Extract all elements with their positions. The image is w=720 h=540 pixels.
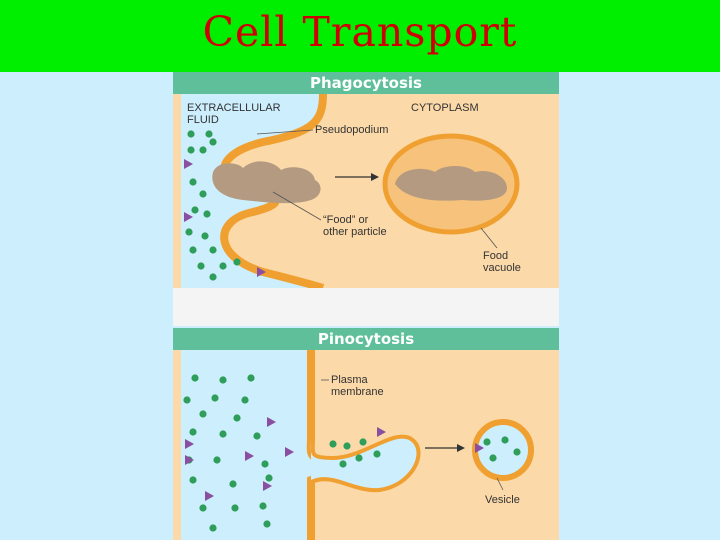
molecule — [199, 504, 207, 512]
molecule — [213, 456, 221, 464]
food-label: “Food” or other particle — [323, 214, 387, 238]
molecule — [265, 474, 273, 482]
phagocytosis-panel: Phagocytosis EXTRACELLULAR FLUID CYTOPLA… — [173, 72, 559, 326]
molecule — [189, 476, 197, 484]
pinocytosis-panel: Pinocytosis Plasma membrane Vesicle — [173, 328, 559, 540]
pseudopodium-label: Pseudopodium — [315, 124, 389, 136]
molecule — [373, 450, 381, 458]
vacuole-food — [395, 166, 507, 201]
title-bar — [0, 0, 720, 72]
particle — [184, 159, 193, 169]
vacuole-label: Food vacuole — [483, 250, 521, 274]
arrow-head-icon — [457, 444, 465, 452]
molecule — [189, 428, 197, 436]
molecule — [203, 210, 211, 218]
particle — [185, 439, 194, 449]
particle — [205, 491, 214, 501]
molecule — [513, 448, 521, 456]
molecule — [185, 228, 193, 236]
molecule — [219, 262, 227, 270]
molecule — [263, 520, 271, 528]
pinocytosis-diagram — [181, 350, 534, 540]
molecule — [489, 454, 497, 462]
molecule — [205, 130, 213, 138]
vesicle-label: Vesicle — [485, 494, 520, 506]
molecule — [261, 460, 269, 468]
particle — [267, 417, 276, 427]
molecule — [187, 146, 195, 154]
particle — [285, 447, 294, 457]
extracellular-label: EXTRACELLULAR FLUID — [187, 102, 281, 126]
molecule — [197, 262, 205, 270]
phagocytosis-diagram — [173, 93, 559, 326]
molecule — [189, 246, 197, 254]
molecule — [339, 460, 347, 468]
particle — [185, 455, 194, 465]
slide-title: Cell Transport — [202, 8, 518, 56]
arrow-head-icon — [371, 173, 379, 181]
pinocytosis-heading: Pinocytosis — [173, 328, 559, 350]
molecule — [189, 178, 197, 186]
molecule — [343, 442, 351, 450]
molecule — [209, 524, 217, 532]
molecule — [259, 502, 267, 510]
particle — [263, 481, 272, 491]
molecule — [483, 438, 491, 446]
phagocytosis-heading: Phagocytosis — [173, 72, 559, 94]
particle — [184, 212, 193, 222]
molecule — [233, 414, 241, 422]
molecule — [219, 430, 227, 438]
vesicle — [472, 419, 534, 481]
particle — [257, 267, 266, 277]
molecule — [199, 190, 207, 198]
cytoplasm-label: CYTOPLASM — [411, 102, 479, 114]
molecule — [191, 374, 199, 382]
molecule — [199, 410, 207, 418]
molecule — [329, 440, 337, 448]
particle — [245, 451, 254, 461]
solute-molecules — [183, 374, 521, 532]
molecule — [501, 436, 509, 444]
molecule — [253, 432, 261, 440]
molecule — [247, 374, 255, 382]
molecule — [359, 438, 367, 446]
invagination — [310, 438, 417, 489]
molecule — [191, 206, 199, 214]
particle — [475, 443, 484, 453]
molecule — [187, 130, 195, 138]
molecule — [233, 258, 241, 266]
food-particle — [212, 161, 321, 204]
molecule — [199, 146, 207, 154]
extracellular-fluid — [181, 350, 311, 540]
molecule — [209, 246, 217, 254]
molecule — [209, 138, 217, 146]
particle — [377, 427, 386, 437]
molecule — [209, 273, 217, 281]
panel-footer — [173, 288, 559, 326]
molecule — [211, 394, 219, 402]
molecule — [355, 454, 363, 462]
solute-molecules — [184, 130, 266, 281]
molecule — [219, 376, 227, 384]
molecule — [183, 396, 191, 404]
membrane-label: Plasma membrane — [331, 374, 384, 398]
molecule — [241, 396, 249, 404]
molecule — [229, 480, 237, 488]
molecule — [231, 504, 239, 512]
molecule — [201, 232, 209, 240]
